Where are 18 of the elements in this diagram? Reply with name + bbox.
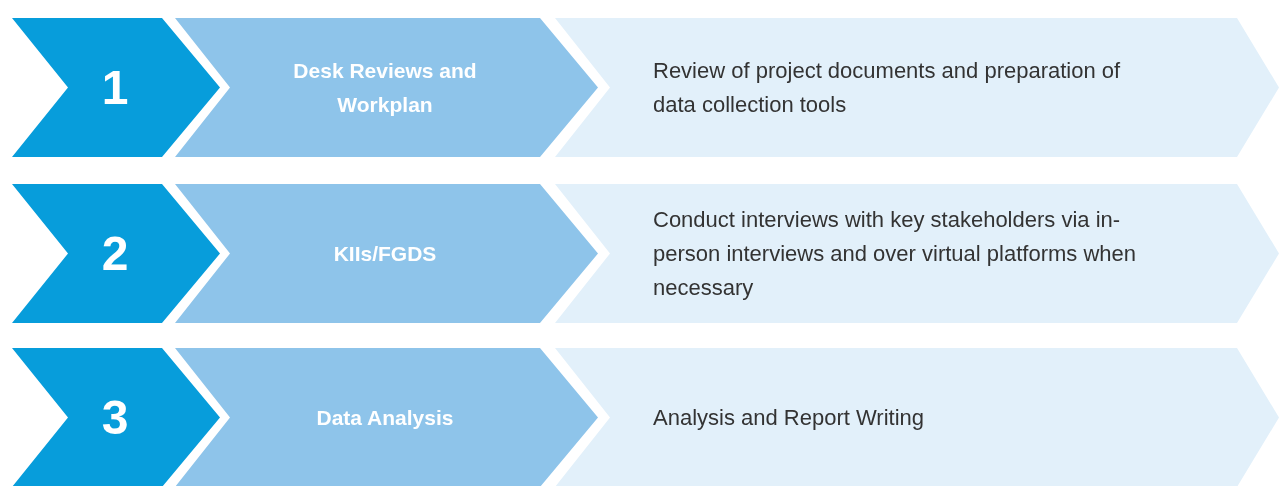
chevron-step: [12, 348, 220, 486]
chevron-step: [555, 348, 1279, 486]
chevron-step: [555, 18, 1279, 157]
chevron-step: [175, 18, 598, 157]
step-number: 2: [101, 229, 129, 278]
step-number: 1: [101, 63, 129, 112]
step-title: Desk Reviews and Workplan: [292, 57, 478, 118]
chevron-step: [555, 184, 1279, 323]
step-title: Data Analysis: [315, 404, 455, 431]
chevron-step: [175, 348, 598, 486]
step-title: KIIs/FGDS: [332, 240, 438, 267]
step-description: Conduct interviews with key stakeholders via in-person interviews and over virtual platforms when necessary: [653, 205, 1137, 302]
step-description: Analysis and Report Writing: [653, 403, 925, 432]
chevron-step: [12, 184, 220, 323]
step-number: 3: [101, 393, 129, 442]
chevron-step: [12, 18, 220, 157]
step-description: Review of project documents and preparation of data collection tools: [653, 56, 1122, 119]
chevron-step: [175, 184, 598, 323]
